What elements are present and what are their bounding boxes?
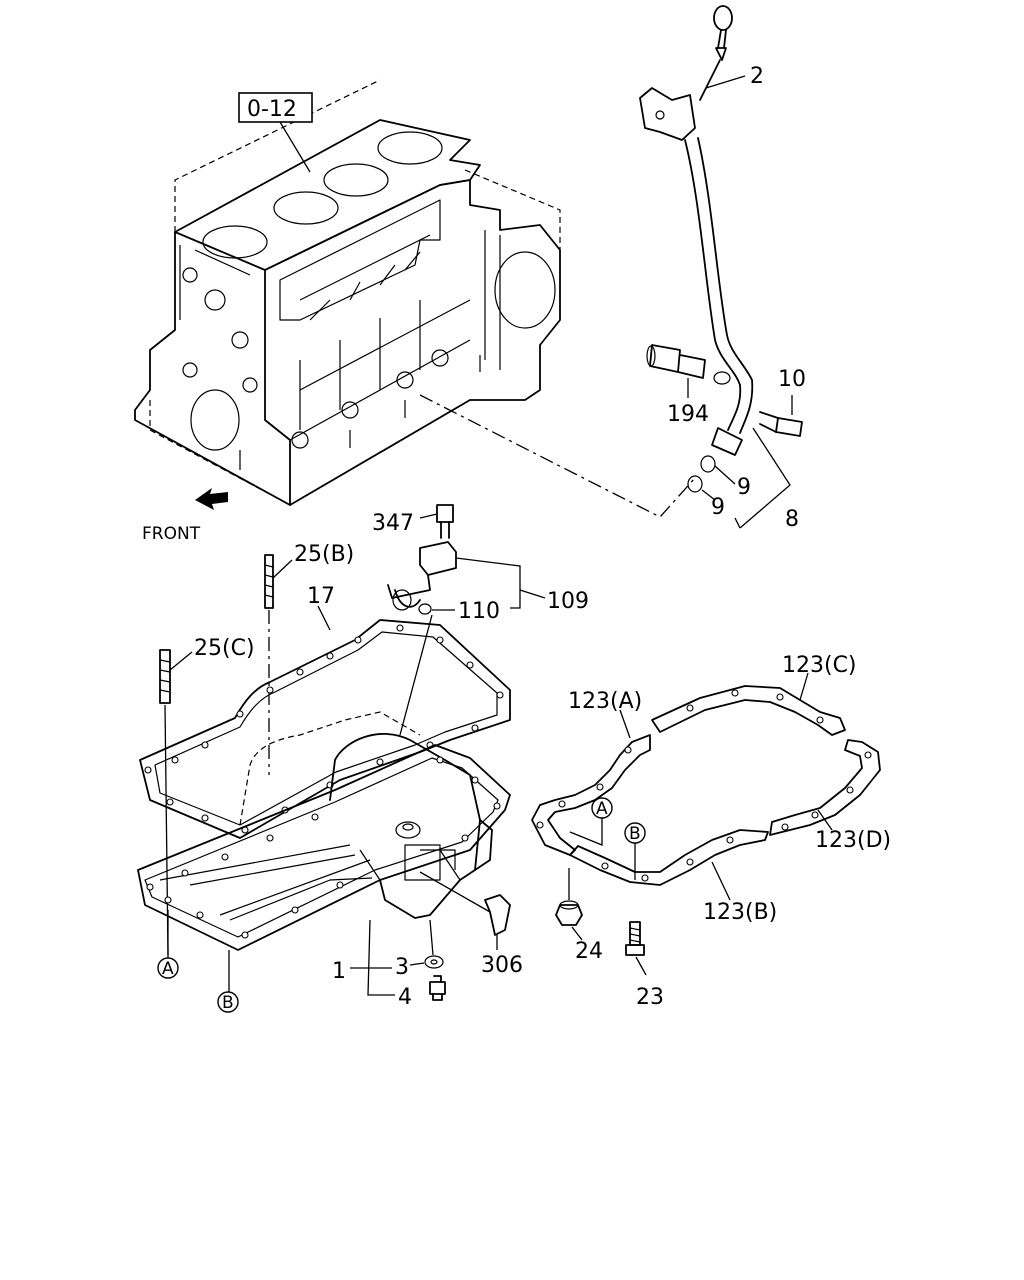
label-8: 8 — [785, 507, 799, 532]
front-arrow-icon — [195, 488, 228, 510]
label-110: 110 — [458, 599, 500, 624]
gasket-123-set: 123(A) 123(C) 123(D) 123(B) — [531, 653, 891, 925]
marker-a-left: A — [157, 910, 179, 979]
label-25c: 25(C) — [194, 636, 255, 661]
label-109: 109 — [547, 589, 589, 614]
part-194: 194 — [646, 344, 709, 427]
label-25b: 25(B) — [294, 542, 354, 567]
circle-a-left-text: A — [162, 959, 174, 979]
label-3: 3 — [395, 955, 409, 980]
label-123c: 123(C) — [782, 653, 857, 678]
label-123a: 123(A) — [568, 689, 642, 714]
circle-b-left-text: B — [222, 993, 234, 1013]
oil-pan-bolt-holes — [146, 756, 501, 939]
gasket-17-bolt-holes — [144, 624, 504, 834]
label-17: 17 — [307, 584, 335, 609]
oil-pressure-switch: 347 109 110 — [372, 504, 589, 736]
label-24: 24 — [575, 939, 603, 964]
part-3-washer: 3 — [395, 919, 444, 980]
label-1: 1 — [332, 959, 346, 984]
part-9-orings: 9 9 8 — [687, 427, 799, 532]
label-9-lower: 9 — [711, 495, 725, 520]
label-10: 10 — [778, 367, 806, 392]
ref-box-text: 0-12 — [247, 97, 297, 122]
marker-b-left: B — [217, 950, 239, 1013]
oil-pan-1: 1 — [137, 733, 511, 996]
part-10-bolt: 10 — [759, 367, 806, 437]
marker-b-right: B — [624, 822, 646, 880]
part-24-nut: 24 — [555, 868, 603, 964]
label-4: 4 — [398, 985, 412, 1010]
label-347: 347 — [372, 511, 414, 536]
ref-box-0-12: 0-12 — [238, 92, 313, 173]
stud-25b: 25(B) — [264, 542, 354, 775]
front-label: FRONT — [142, 524, 201, 544]
part-306-clip: 306 — [419, 871, 523, 978]
label-23: 23 — [636, 985, 664, 1010]
label-194: 194 — [667, 402, 709, 427]
label-306: 306 — [481, 953, 523, 978]
label-123b: 123(B) — [703, 900, 777, 925]
marker-a-right: A — [569, 797, 613, 846]
gasket-123-bolt-holes — [536, 689, 872, 882]
label-2: 2 — [750, 64, 764, 89]
front-indicator: FRONT — [142, 488, 228, 544]
part-4-drain-plug: 4 — [398, 975, 446, 1010]
label-123d: 123(D) — [815, 828, 891, 853]
circle-b-right-text: B — [629, 824, 641, 844]
oil-level-gauge — [639, 5, 754, 456]
label-9-upper: 9 — [737, 475, 751, 500]
circle-a-right-text: A — [596, 799, 608, 819]
engine-block — [134, 79, 561, 506]
gasket-17: 17 — [139, 584, 511, 839]
part-23-bolt: 23 — [625, 921, 664, 1010]
gauge-centerline — [419, 394, 696, 518]
